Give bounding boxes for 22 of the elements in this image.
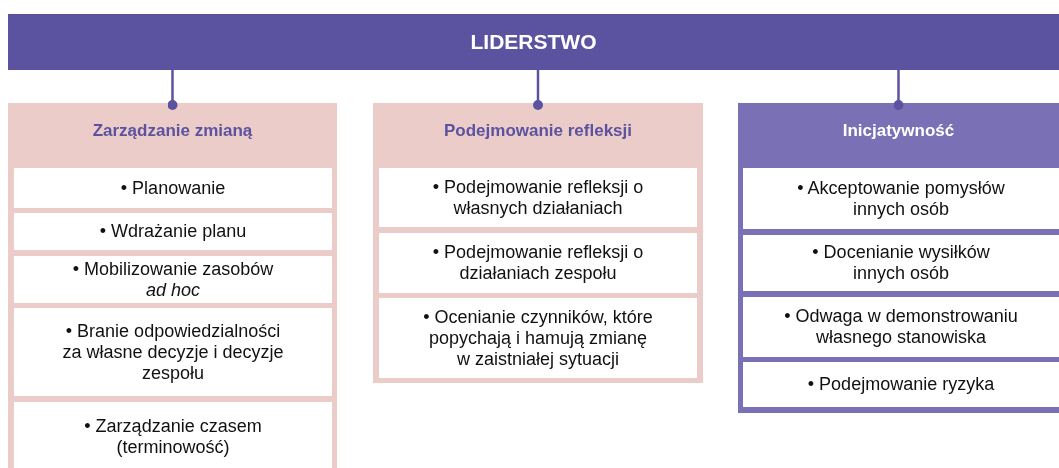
competency-item: • Mobilizowanie zasobów ad hoc: [14, 256, 332, 303]
competency-item: • Akceptowanie pomysłów innych osób: [743, 168, 1059, 229]
competency-item: • Branie odpowiedzialności za własne decyzje i decyzje zespołu: [14, 308, 332, 396]
competency-item: • Wdrażanie planu: [14, 213, 332, 250]
competency-item: • Ocenianie czynników, które popychają i hamują zmianę w zaistniałej sytuacji: [379, 298, 697, 378]
connector-line: [167, 70, 178, 110]
connector-line: [533, 70, 543, 110]
category-panel: [8, 103, 337, 468]
category-heading: Inicjatywność: [841, 121, 956, 141]
competency-item: • Podejmowanie ryzyka: [743, 362, 1059, 407]
competency-item: • Docenianie wysiłków innych osób: [743, 235, 1059, 291]
category-heading: Zarządzanie zmianą: [91, 121, 254, 141]
competency-item: • Odwaga w demonstrowaniu własnego stanowiska: [743, 297, 1059, 357]
category-heading: Podejmowanie refleksji: [443, 121, 633, 141]
connector-line: [893, 70, 904, 110]
category-panel: [373, 103, 703, 383]
competency-item: • Podejmowanie refleksji o działaniach zespołu: [379, 233, 697, 293]
competency-item: • Planowanie: [14, 168, 332, 208]
competency-item: • Podejmowanie refleksji o własnych działaniach: [379, 168, 697, 227]
category-panel: [738, 103, 1059, 413]
title-banner: LIDERSTWO: [8, 14, 1059, 70]
competency-item: • Zarządzanie czasem (terminowość): [14, 402, 332, 468]
